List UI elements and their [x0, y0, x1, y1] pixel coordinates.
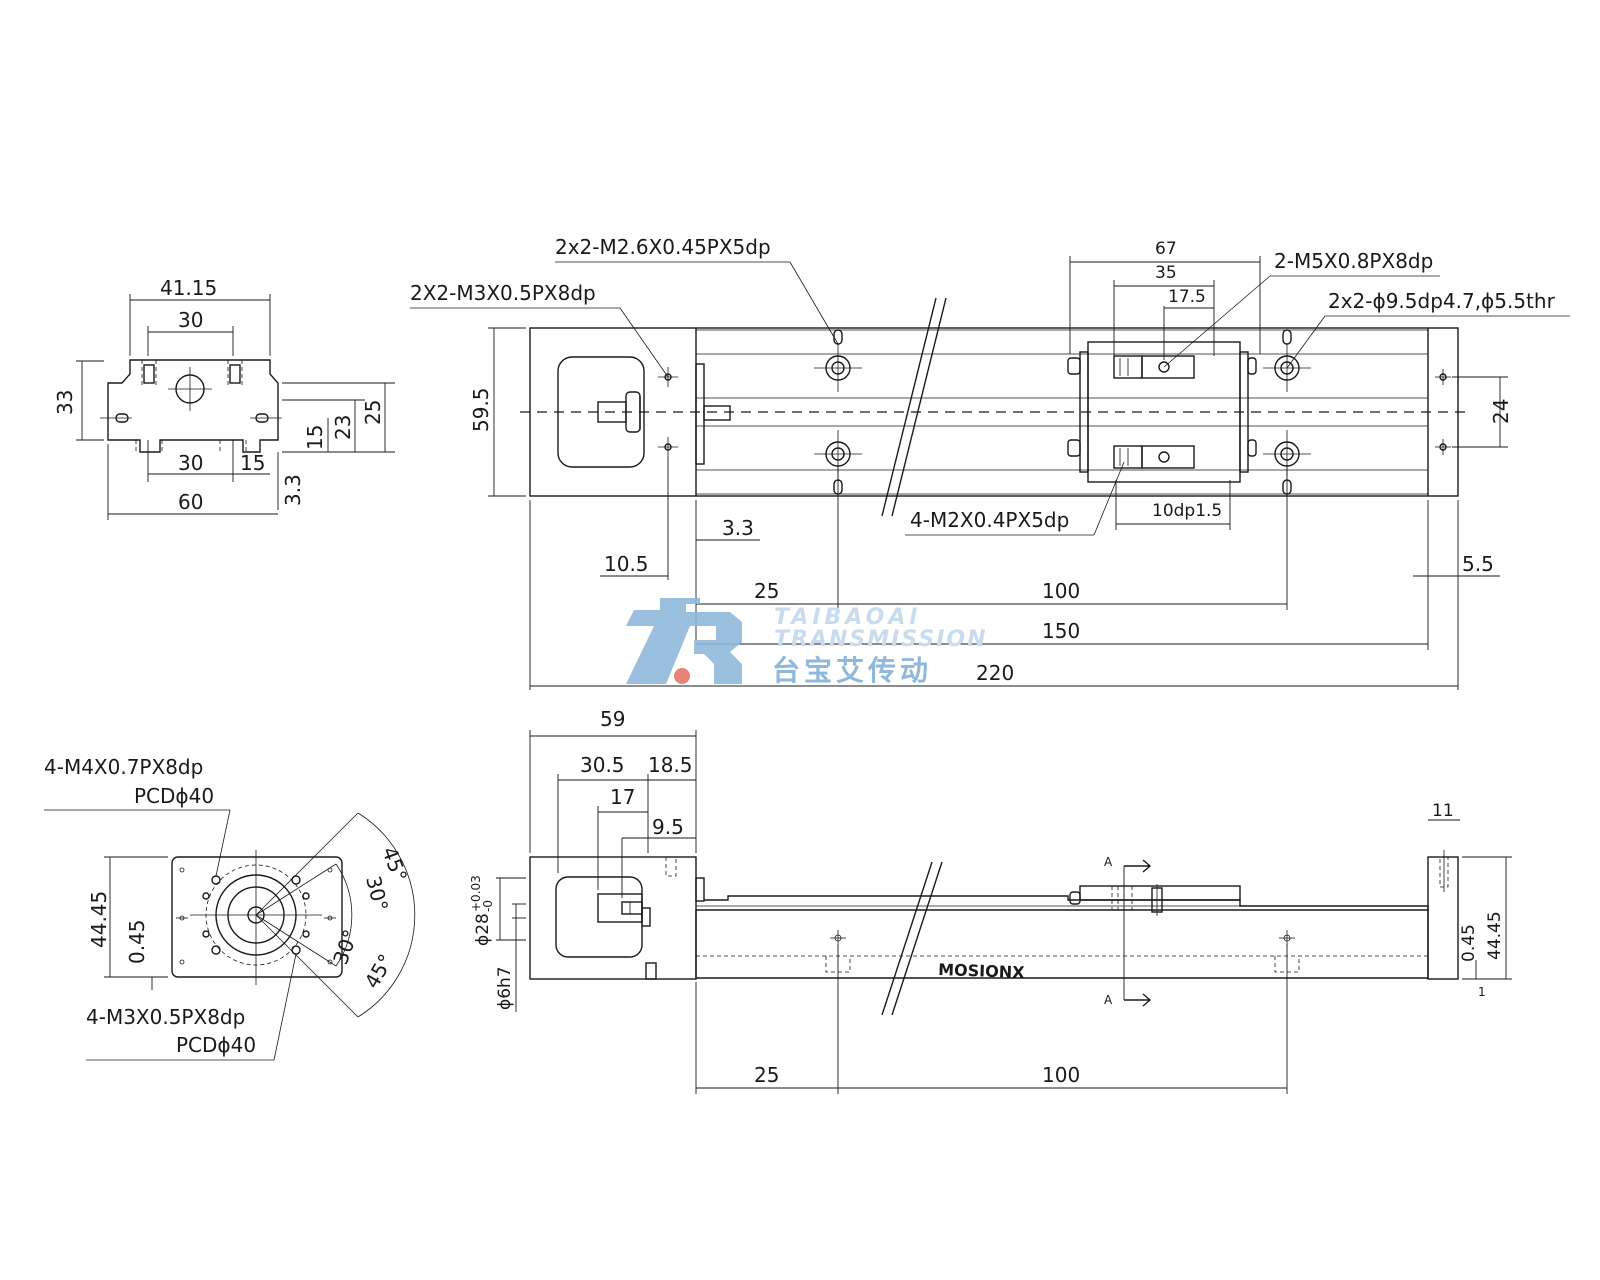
- dim-3-3-top: 3.3: [722, 516, 754, 540]
- side-dim-59: 59: [600, 707, 625, 731]
- callout-m2: 4-M2X0.4PX5dp: [910, 508, 1069, 532]
- side-dim-0-45: 0.45: [1459, 924, 1479, 962]
- watermark-line2: TRANSMISSION: [774, 627, 988, 652]
- callout-m5: 2-M5X0.8PX8dp: [1274, 249, 1433, 273]
- end-dim-3-3: 3.3: [281, 474, 305, 506]
- side-dim-shaft-tol-lower: -0: [481, 900, 495, 912]
- watermark-line1: TAIBAOAI: [774, 605, 922, 630]
- angle-45-bottom: 45°: [360, 950, 399, 993]
- callout-pcd-top: PCDϕ40: [134, 784, 214, 808]
- dim-10dp1-5: 10dp1.5: [1152, 501, 1222, 521]
- side-view: A A MOSIONX 59 30.5 18.5 17 9.5 1: [469, 707, 1512, 1094]
- end-dim-33: 33: [53, 390, 77, 415]
- watermark-cn: 台宝艾传动: [772, 654, 932, 687]
- side-dim-1: 1: [1478, 985, 1486, 999]
- callout-pcd-bottom: PCDϕ40: [176, 1033, 256, 1057]
- angle-30-bottom: 30°: [328, 926, 363, 968]
- side-dim-17: 17: [610, 785, 635, 809]
- callout-m4: 4-M4X0.7PX8dp: [44, 755, 203, 779]
- side-dim-shaft-fit: ϕ6h7: [495, 966, 515, 1010]
- end-dim-41-15: 41.15: [160, 276, 217, 300]
- motor-flange-view: 45° 30° 30° 45° 4-M4X0.7PX8dp PCDϕ40 4-M…: [44, 755, 416, 1061]
- side-dim-25: 25: [754, 1063, 779, 1087]
- section-a-bottom: A: [1104, 993, 1113, 1007]
- dim-59-5: 59.5: [469, 387, 493, 432]
- side-dim-100: 100: [1042, 1063, 1080, 1087]
- side-dim-9-5: 9.5: [652, 815, 684, 839]
- flange-dim-0-45: 0.45: [125, 919, 149, 964]
- end-dim-15-bottom: 15: [240, 451, 265, 475]
- mosionx-logo: MOSIONX: [938, 960, 1026, 982]
- end-dim-25: 25: [361, 400, 385, 425]
- watermark: TAIBAOAI TRANSMISSION 台宝艾传动: [626, 598, 988, 687]
- section-a-top: A: [1104, 855, 1113, 869]
- callout-m2-6: 2x2-M2.6X0.45PX5dp: [555, 235, 771, 259]
- end-view: 41.15 30 33 25 23 15 30 15 3.3 60: [53, 276, 395, 520]
- watermark-dot: [674, 668, 690, 684]
- dim-24: 24: [1489, 399, 1513, 424]
- dim-100-top: 100: [1042, 579, 1080, 603]
- flange-dim-44-45: 44.45: [87, 891, 111, 948]
- end-dim-15-v: 15: [303, 425, 327, 450]
- end-dim-30-top: 30: [178, 308, 203, 332]
- end-dim-30-bottom: 30: [178, 451, 203, 475]
- end-dim-60: 60: [178, 490, 203, 514]
- callout-cbore: 2x2-ϕ9.5dp4.7,ϕ5.5thr: [1328, 289, 1556, 313]
- dim-67: 67: [1155, 239, 1177, 259]
- callout-m3: 2X2-M3X0.5PX8dp: [410, 281, 596, 305]
- dim-10-5: 10.5: [604, 552, 649, 576]
- dim-17-5: 17.5: [1168, 287, 1206, 307]
- side-dim-44-45: 44.45: [1485, 911, 1505, 960]
- side-dim-18-5: 18.5: [648, 753, 693, 777]
- watermark-logo-mark: [626, 598, 742, 684]
- dim-220: 220: [976, 661, 1014, 685]
- top-view: 2x2-M2.6X0.45PX5dp 2X2-M3X0.5PX8dp 2-M5X…: [410, 235, 1570, 690]
- dim-150: 150: [1042, 619, 1080, 643]
- end-dim-23: 23: [331, 415, 355, 440]
- side-dim-11: 11: [1432, 801, 1454, 821]
- dim-35: 35: [1155, 263, 1177, 283]
- dim-5-5: 5.5: [1462, 552, 1494, 576]
- side-dim-shaft-tol-upper: +0.03: [469, 875, 483, 912]
- side-dim-30-5: 30.5: [580, 753, 625, 777]
- side-dim-shaft-dia: ϕ28: [473, 913, 493, 946]
- dim-25-top: 25: [754, 579, 779, 603]
- callout-m3-flange: 4-M3X0.5PX8dp: [86, 1005, 245, 1029]
- cbore-holes: [814, 344, 1311, 478]
